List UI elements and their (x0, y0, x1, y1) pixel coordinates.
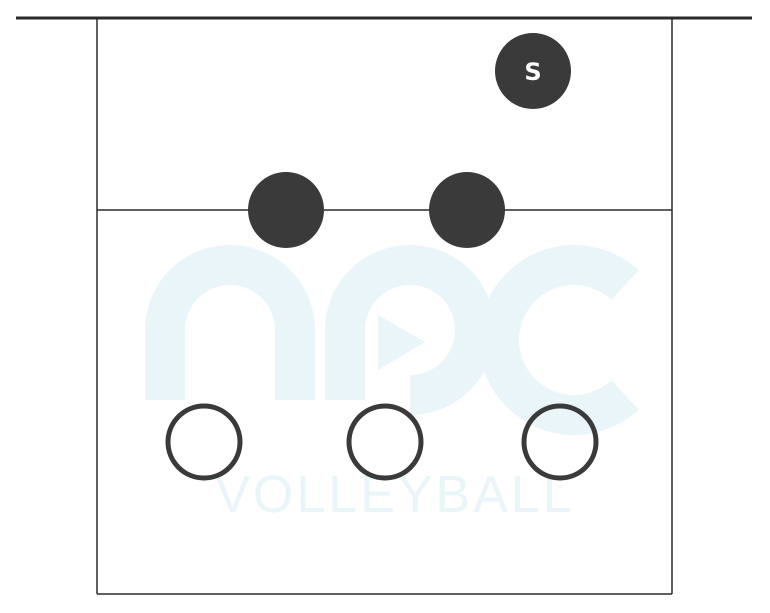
front-player-right (429, 172, 505, 248)
setter-marker (495, 33, 571, 109)
setter-label: S (524, 58, 541, 86)
front-player-left (248, 172, 324, 248)
watermark-shape-middle (325, 245, 496, 415)
watermark-logo: VOLLEYBALL (145, 245, 639, 524)
back-player-left (165, 403, 243, 481)
watermark-shape-right (479, 245, 639, 435)
back-player-right (521, 403, 599, 481)
watermark-shape-left (145, 245, 315, 400)
watermark-play-icon (378, 315, 425, 370)
setter-player: S (495, 33, 571, 109)
back-player-middle (346, 403, 424, 481)
